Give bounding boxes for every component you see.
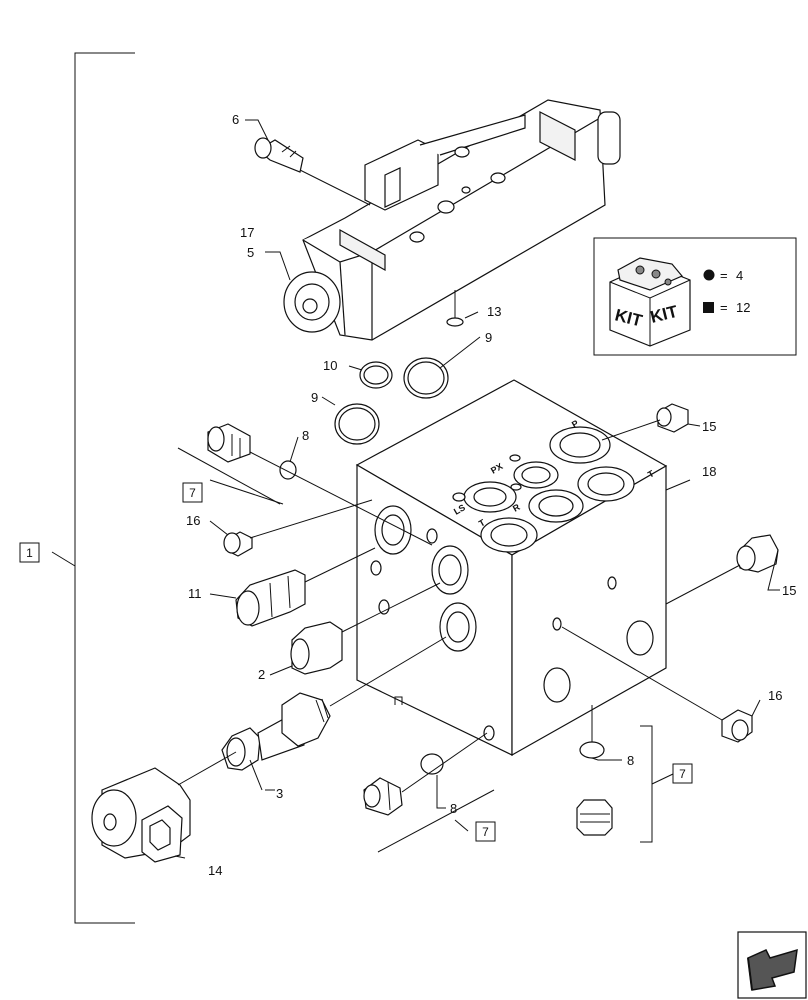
plug-part-15-right [665,534,779,605]
callout-18: 18 [702,464,716,479]
fitting-part-11 [235,547,376,627]
callout-9-lower: 9 [311,390,318,405]
callout-14: 14 [208,863,222,878]
legend-circle-value: 4 [736,268,743,283]
assembly-ref-label: 1 [26,546,33,560]
callout-13: 13 [487,304,501,319]
callout-2: 2 [258,667,265,682]
port-label-t2: T [477,517,487,529]
solenoid-valve-part-5 [283,99,621,341]
leader-lines [174,119,780,859]
cartridge-part-3 [221,636,447,791]
plug-kit-bottom-right [576,705,653,843]
callout-11: 11 [188,586,202,601]
kit-ref-boxes: 7 7 7 [182,482,693,842]
plug-part-15-top [601,403,689,441]
arrow-nav-icon[interactable] [737,931,807,999]
callout-8-right: 8 [627,753,634,768]
kit-ref-box-right: 7 [679,767,686,781]
callout-16-left: 16 [186,513,200,528]
legend-equals-circle: = [720,268,728,283]
callout-15-top: 15 [702,419,716,434]
bolt-part-6 [254,137,371,206]
callout-15-right: 15 [782,583,796,598]
callout-3: 3 [276,786,283,801]
port-label-p: P [570,418,580,430]
valve-block-part-18 [355,379,668,757]
fitting-part-2 [290,582,441,675]
callout-17: 17 [240,225,254,240]
callout-8-top: 8 [302,428,309,443]
legend-equals-square: = [720,300,728,315]
callout-10: 10 [323,358,337,373]
callout-5: 5 [247,245,254,260]
circle-bullet-icon [703,269,715,281]
port-label-ls: LS [452,502,467,516]
coil-part-14 [91,751,237,863]
kit-box-icon: KIT KIT [609,257,691,347]
callout-8-bottom: 8 [450,801,457,816]
plug-part-16-left [223,499,373,557]
callouts: 6 17 5 13 9 10 9 8 16 11 2 3 14 8 15 18 … [186,112,796,878]
seal-rings [334,357,449,445]
assembly-bracket: 1 [19,52,135,924]
legend-square-value: 12 [736,300,750,315]
callout-16-right: 16 [768,688,782,703]
port-label-t1: T [646,468,656,480]
plug-part-16-right [561,626,753,743]
plug-kit-bottom-left [363,732,495,853]
kit-ref-box-bottom: 7 [482,825,489,839]
o-ring-part-13 [446,317,464,327]
port-label-r: R [511,502,522,514]
plug-kit-top-left [177,423,433,546]
kit-ref-box-left: 7 [189,486,196,500]
callout-6: 6 [232,112,239,127]
callout-9-upper: 9 [485,330,492,345]
square-bullet-icon [703,302,714,313]
kit-legend: KIT KIT = 4 = 12 [593,237,797,356]
